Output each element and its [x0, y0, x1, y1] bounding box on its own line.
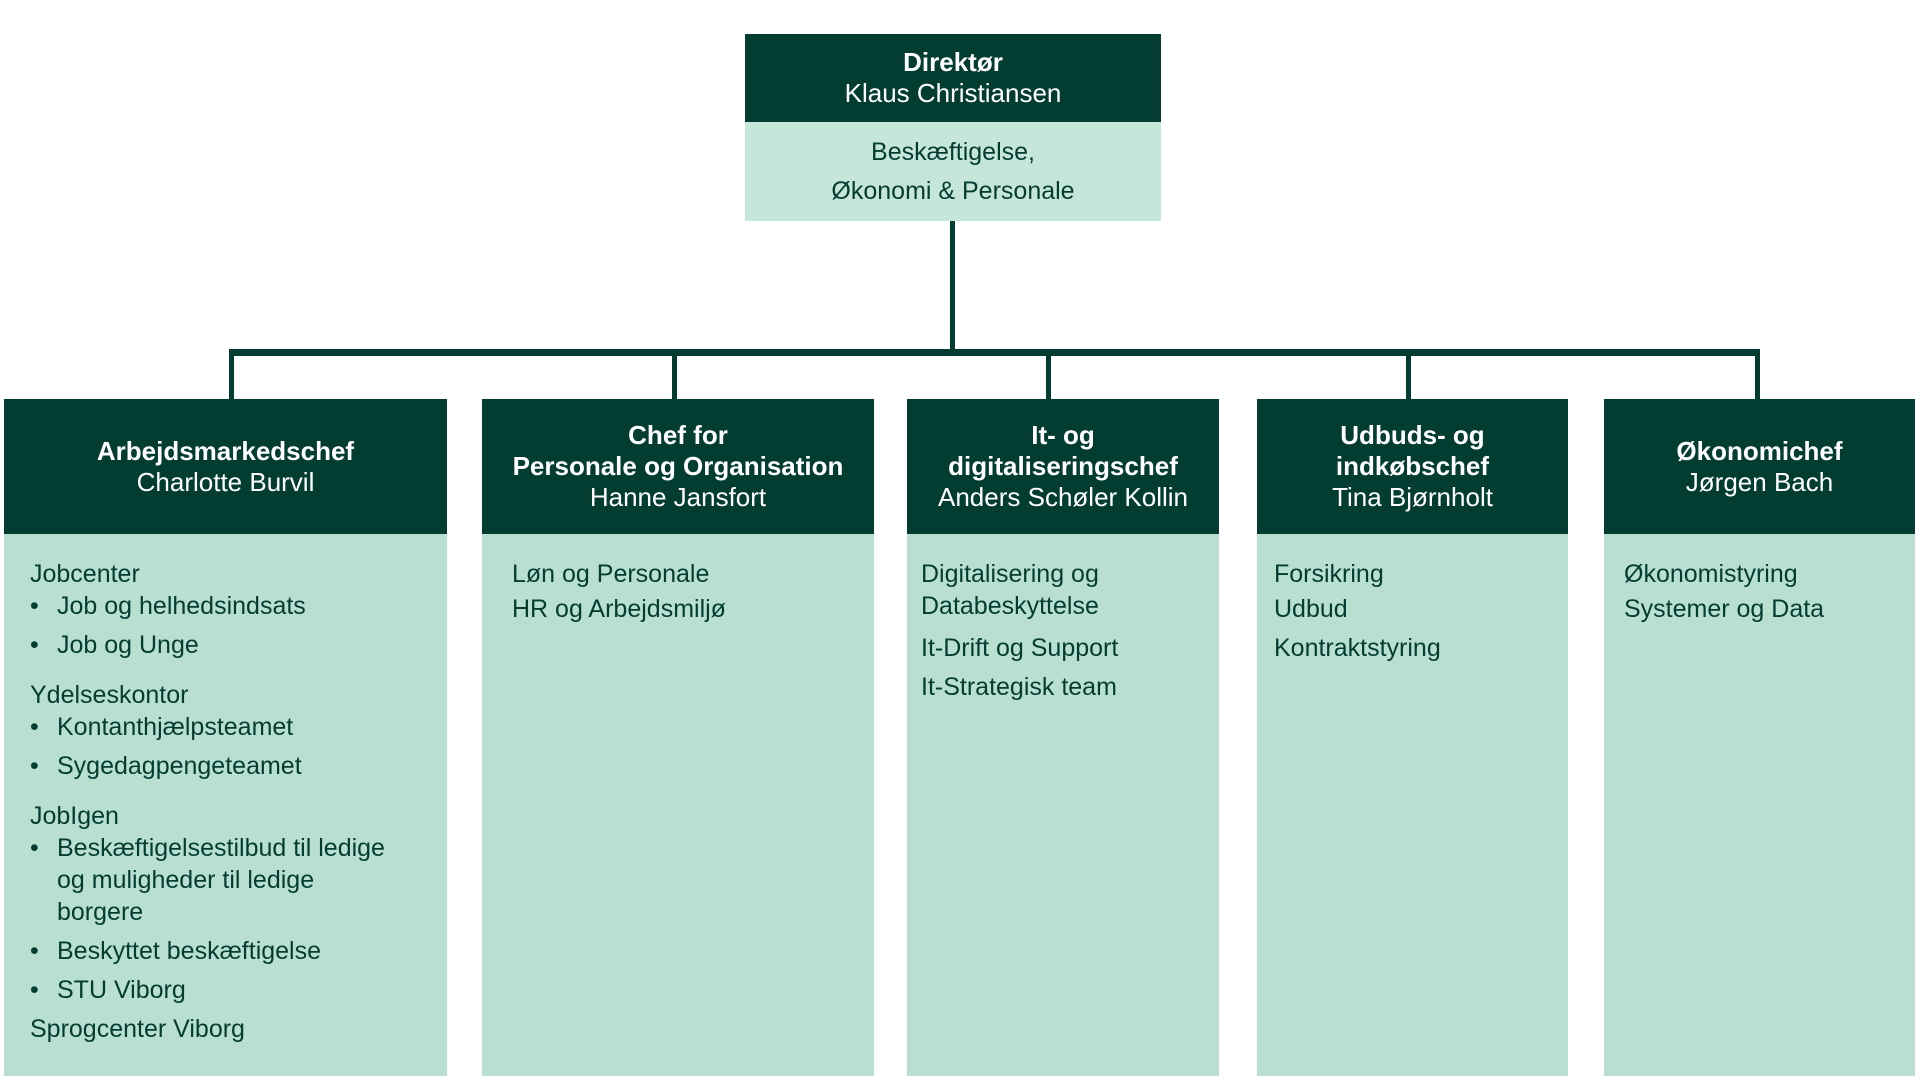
chief-title: Økonomichef [1676, 435, 1843, 466]
chief-title: digitaliseringschef [948, 451, 1178, 481]
connector-drop-3 [1046, 349, 1051, 399]
chief-header: Chef for Personale og Organisation Hanne… [482, 399, 874, 534]
director-box: Direktør Klaus Christiansen Beskæftigels… [745, 34, 1161, 221]
chief-box-it: It- og digitaliseringschef Anders Schøle… [907, 399, 1219, 1076]
director-title: Direktør [903, 47, 1003, 77]
unit-section-label: Ydelseskontor [30, 681, 189, 709]
unit-item: Kontanthjælpsteamet [30, 711, 427, 743]
unit-item: Job og Unge [30, 629, 427, 661]
chief-header: Økonomichef Jørgen Bach [1604, 399, 1915, 534]
unit-section-label: JobIgen [30, 802, 119, 830]
chief-units: Jobcenter Job og helhedsindsats Job og U… [4, 534, 447, 1076]
director-header: Direktør Klaus Christiansen [745, 34, 1161, 122]
chief-name: Jørgen Bach [1685, 466, 1834, 497]
chief-title: indkøbschef [1335, 451, 1490, 481]
chief-box-udbud: Udbuds- og indkøbschef Tina Bjørnholt Fo… [1257, 399, 1568, 1076]
director-name: Klaus Christiansen [844, 78, 1062, 108]
chief-name: Anders Schøler Kollin [938, 482, 1188, 512]
unit-item: Sygedagpengeteamet [30, 750, 427, 782]
chief-units: Løn og Personale HR og Arbejdsmiljø [482, 534, 874, 1076]
connector-director-down [950, 221, 955, 354]
connector-drop-2 [672, 349, 677, 399]
chief-title: It- og [1031, 420, 1095, 450]
chief-header: It- og digitaliseringschef Anders Schøle… [907, 399, 1219, 534]
connector-horizontal-bar [229, 349, 1760, 356]
chief-title: Personale og Organisation [512, 451, 844, 481]
chief-name: Charlotte Burvil [136, 466, 315, 497]
chief-box-arbejdsmarked: Arbejdsmarkedschef Charlotte Burvil Jobc… [4, 399, 447, 1076]
chief-units: Økonomistyring Systemer og Data [1604, 534, 1915, 1076]
connector-drop-5 [1755, 349, 1760, 399]
unit-item: Økonomistyring [1624, 560, 1798, 588]
chief-units: Forsikring Udbud Kontraktstyring [1257, 534, 1568, 1076]
chief-title: Chef for [628, 420, 728, 450]
unit-item: It-Drift og Support [921, 634, 1119, 662]
chief-box-personale: Chef for Personale og Organisation Hanne… [482, 399, 874, 1076]
unit-item: Løn og Personale [512, 560, 710, 588]
unit-item: Kontraktstyring [1274, 634, 1441, 662]
director-area-line-1: Beskæftigelse, [871, 137, 1035, 166]
chief-box-oekonomi: Økonomichef Jørgen Bach Økonomistyring S… [1604, 399, 1915, 1076]
unit-item: Beskæftigelsestilbud til ledige og mulig… [30, 832, 402, 928]
director-area: Beskæftigelse, Økonomi & Personale [745, 122, 1161, 221]
chief-name: Hanne Jansfort [589, 482, 767, 512]
unit-section-label: Jobcenter [30, 560, 140, 588]
unit-item: Beskyttet beskæftigelse [30, 935, 427, 967]
unit-item: Systemer og Data [1624, 595, 1825, 623]
unit-item: It-Strategisk team [921, 673, 1117, 701]
unit-item: Forsikring [1274, 560, 1384, 588]
unit-item: Job og helhedsindsats [30, 590, 427, 622]
unit-item: Udbud [1274, 595, 1348, 623]
connector-drop-1 [229, 349, 234, 399]
unit-item: Digitalisering og Databeskyttelse [921, 560, 1099, 620]
chief-units: Digitalisering og Databeskyttelse It-Dri… [907, 534, 1219, 1076]
chief-title: Udbuds- og [1340, 420, 1485, 450]
connector-drop-4 [1406, 349, 1411, 399]
unit-item: STU Viborg [30, 974, 427, 1006]
director-area-line-2: Økonomi & Personale [831, 176, 1075, 205]
chief-title: Arbejdsmarkedschef [96, 435, 355, 466]
unit-section-label: Sprogcenter Viborg [30, 1015, 245, 1043]
chief-name: Tina Bjørnholt [1332, 482, 1493, 512]
chief-header: Arbejdsmarkedschef Charlotte Burvil [4, 399, 447, 534]
unit-item: HR og Arbejdsmiljø [512, 595, 726, 623]
chief-header: Udbuds- og indkøbschef Tina Bjørnholt [1257, 399, 1568, 534]
